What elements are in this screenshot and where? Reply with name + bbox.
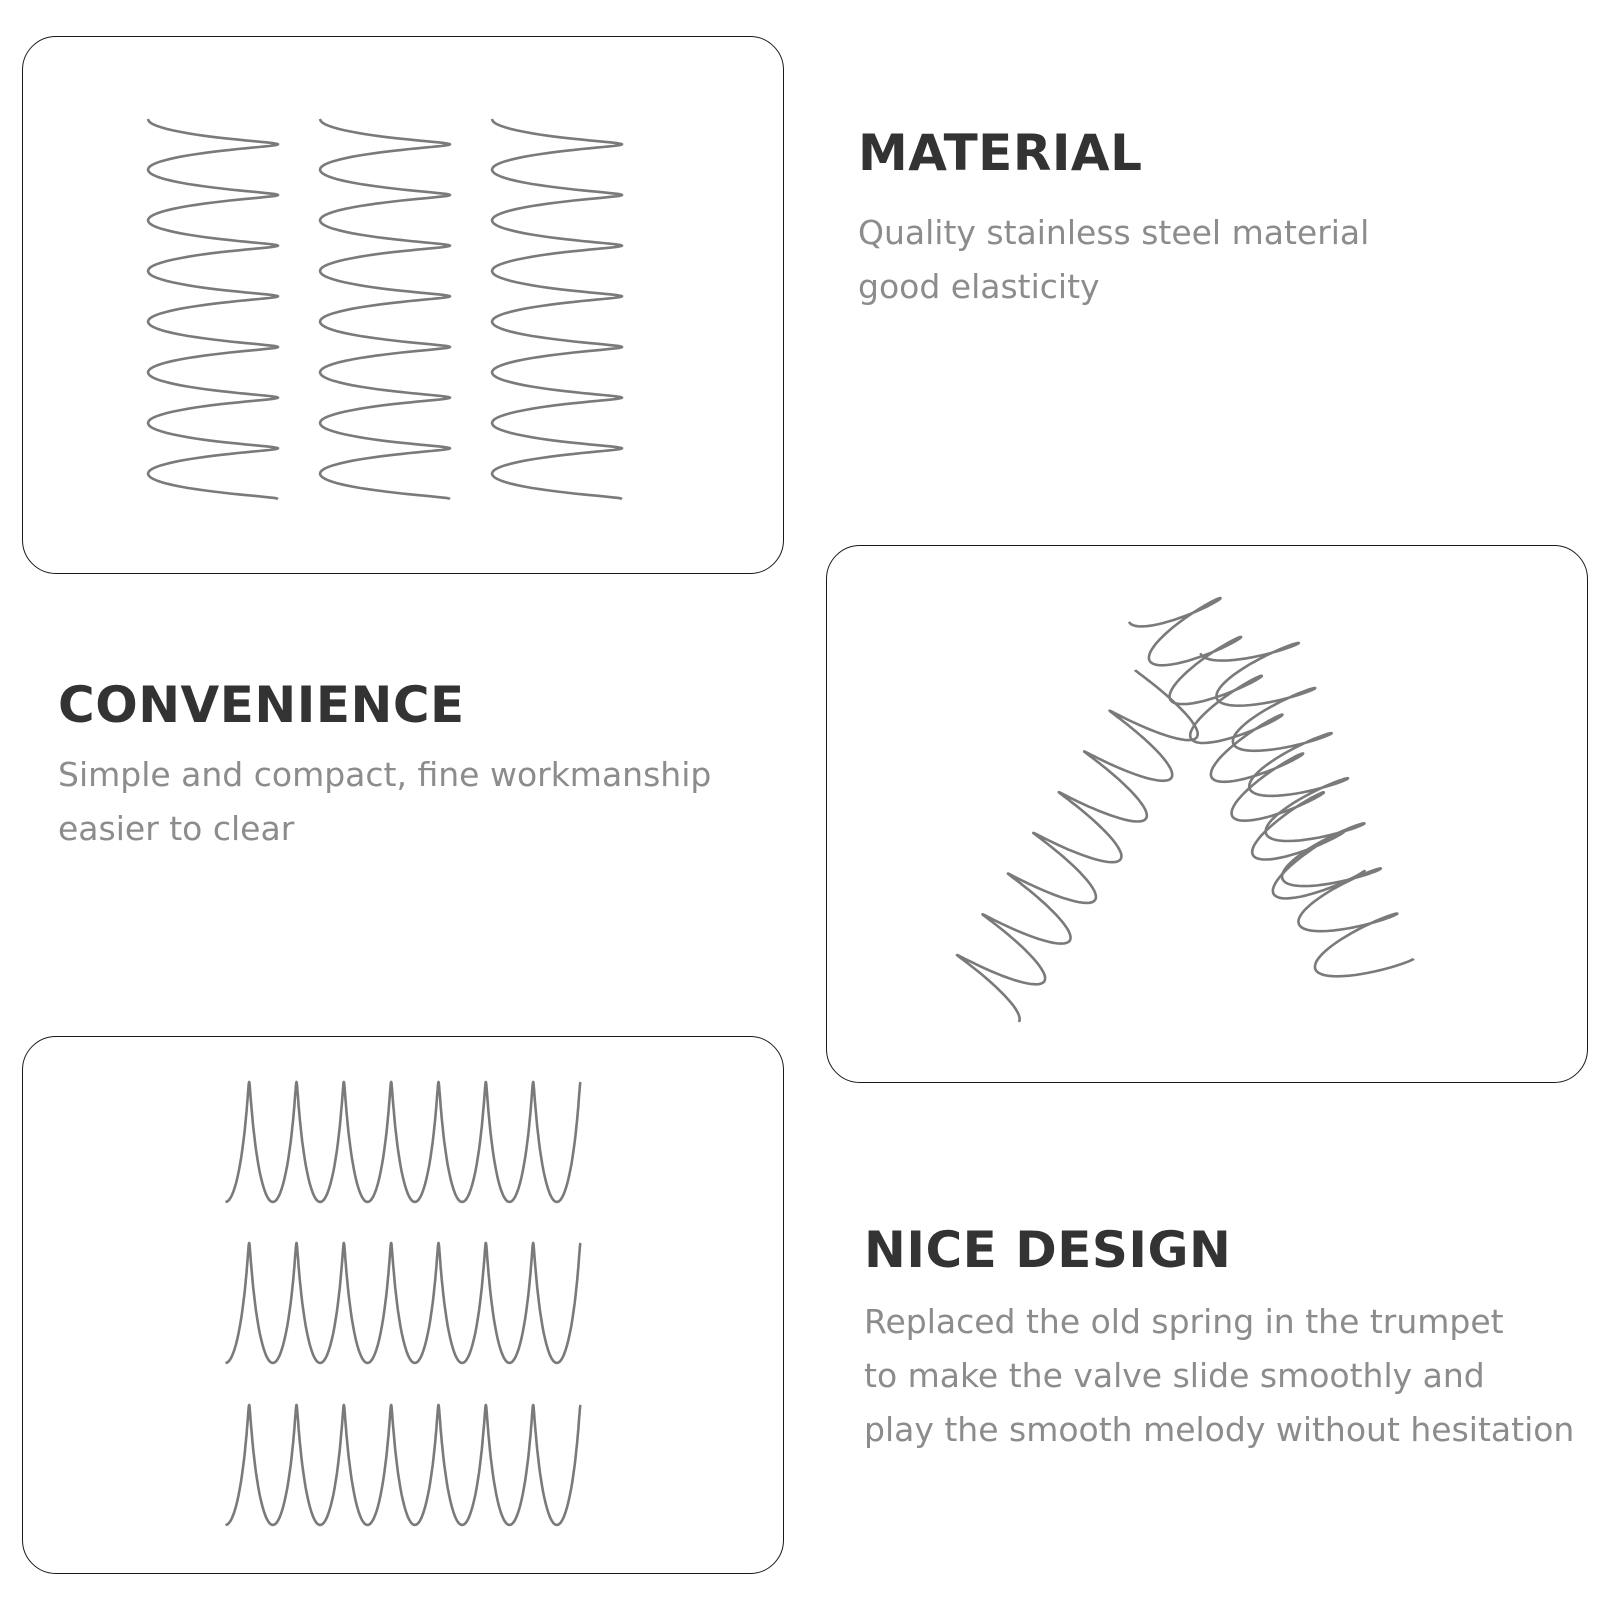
nice-design-line-1: Replaced the old spring in the trumpet bbox=[864, 1302, 1504, 1341]
nice-design-line-3: play the smooth melody without hesitatio… bbox=[864, 1410, 1575, 1449]
spring-horizontal-3 bbox=[225, 1403, 582, 1527]
spring-angled-2 bbox=[1127, 596, 1367, 900]
nice-design-section: NICE DESIGN Replaced the old spring in t… bbox=[864, 1225, 1574, 1457]
product-image-card-angled-springs bbox=[826, 545, 1588, 1083]
spring-vertical-3 bbox=[490, 118, 624, 501]
springs-vertical-image bbox=[146, 118, 624, 501]
spring-horizontal-1 bbox=[225, 1080, 582, 1204]
material-section: MATERIAL Quality stainless steel materia… bbox=[858, 128, 1369, 314]
material-description: Quality stainless steel material good el… bbox=[858, 206, 1369, 314]
spring-angled-1 bbox=[955, 669, 1199, 1023]
convenience-line-1: Simple and compact, fine workmanship bbox=[58, 755, 712, 794]
product-image-card-vertical-springs bbox=[22, 36, 784, 574]
convenience-description: Simple and compact, fine workmanship eas… bbox=[58, 748, 711, 856]
convenience-line-2: easier to clear bbox=[58, 809, 295, 848]
spring-horizontal-2 bbox=[225, 1241, 582, 1365]
nice-design-line-2: to make the valve slide smoothly and bbox=[864, 1356, 1485, 1395]
material-heading: MATERIAL bbox=[858, 124, 1143, 182]
convenience-section: CONVENIENCE Simple and compact, fine wor… bbox=[58, 680, 711, 856]
spring-angled-3 bbox=[1199, 641, 1415, 978]
springs-horizontal-image bbox=[225, 1080, 582, 1527]
material-line-1: Quality stainless steel material bbox=[858, 213, 1370, 252]
convenience-heading: CONVENIENCE bbox=[58, 676, 465, 734]
spring-vertical-2 bbox=[318, 118, 452, 501]
springs-angled-image bbox=[955, 596, 1415, 1023]
nice-design-heading: NICE DESIGN bbox=[864, 1221, 1232, 1279]
material-line-2: good elasticity bbox=[858, 267, 1100, 306]
nice-design-description: Replaced the old spring in the trumpet t… bbox=[864, 1295, 1574, 1457]
spring-vertical-1 bbox=[146, 118, 280, 501]
product-image-card-horizontal-springs bbox=[22, 1036, 784, 1574]
